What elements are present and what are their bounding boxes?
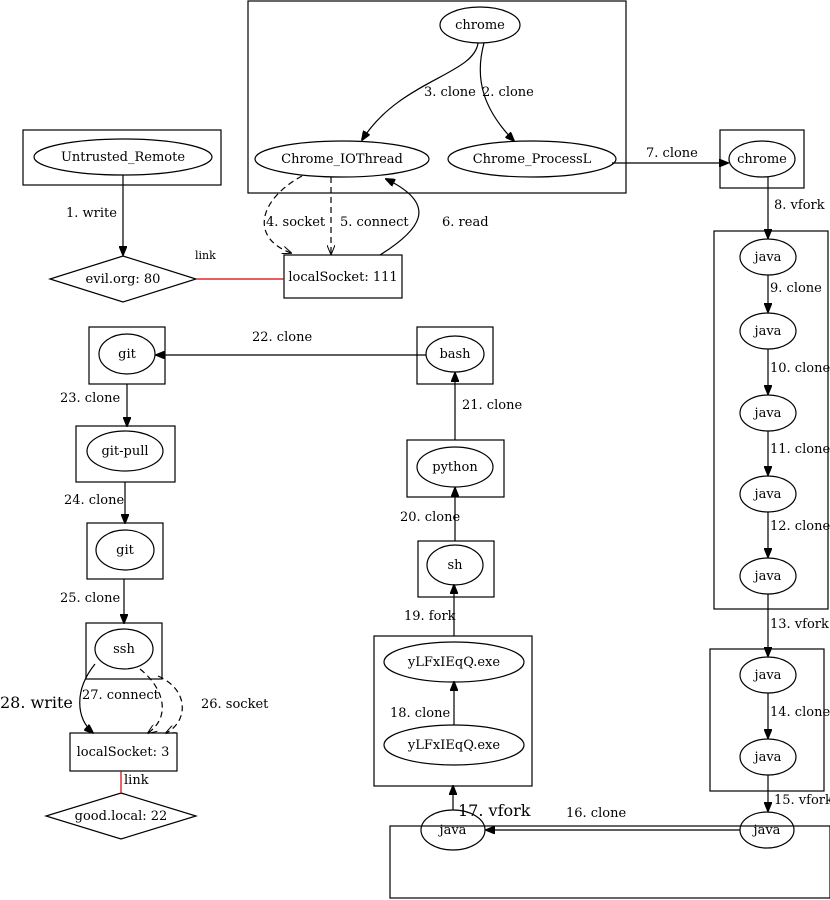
cluster-chrome-top	[247, 0, 627, 194]
edge-9-label: 9. clone	[770, 281, 822, 296]
node-sh: sh	[426, 544, 484, 586]
edge-14-label: 14. clone	[770, 705, 830, 720]
node-good-local: good.local: 22	[43, 792, 199, 840]
node-java-6: java	[739, 656, 797, 694]
edge-6-read	[379, 179, 420, 256]
edge-16-label: 16. clone	[566, 806, 626, 821]
node-java-bottom-right: java	[739, 811, 795, 849]
edge-23-label: 23. clone	[60, 391, 120, 406]
edge-13-label: 13. vfork	[770, 617, 829, 632]
edge-19-label: 19. fork	[404, 609, 456, 624]
edge-21-label: 21. clone	[462, 398, 522, 413]
node-chrome-right-label: chrome	[737, 152, 787, 167]
node-chrome-top: chrome	[439, 6, 521, 44]
node-git-pull-label: git-pull	[101, 444, 148, 459]
edge-28-label: 28. write	[0, 693, 73, 712]
node-java-3-label: java	[753, 406, 782, 421]
node-exe-bottom-label: yLFxIEqQ.exe	[407, 738, 500, 753]
node-git-pull: git-pull	[86, 430, 164, 472]
node-localsocket-111: localSocket: 111	[283, 254, 403, 299]
node-chrome-iothread-label: Chrome_IOThread	[281, 152, 403, 167]
edge-4-label: 4. socket	[266, 215, 326, 230]
edge-3-label: 3. clone	[424, 85, 476, 100]
edge-2-clone	[479, 42, 514, 141]
node-java-4-label: java	[753, 487, 782, 502]
edge-11-label: 11. clone	[770, 442, 830, 457]
edge-7-label: 7. clone	[646, 146, 698, 161]
node-evil-org: evil.org: 80	[48, 255, 198, 303]
node-java-6-label: java	[753, 668, 782, 683]
node-untrusted-remote: Untrusted_Remote	[33, 138, 213, 176]
edge-1-label: 1. write	[66, 206, 117, 221]
node-java-7: java	[739, 738, 797, 776]
node-exe-top: yLFxIEqQ.exe	[383, 641, 525, 683]
node-sh-label: sh	[447, 558, 463, 573]
node-exe-top-label: yLFxIEqQ.exe	[407, 655, 500, 670]
edge-28-write	[79, 663, 96, 733]
node-bash-label: bash	[439, 347, 471, 362]
node-localsocket-3-label: localSocket: 3	[77, 745, 170, 760]
edge-27-label: 27. connect	[82, 688, 160, 703]
link-label-1: link	[195, 249, 216, 262]
node-bash: bash	[425, 335, 485, 373]
edge-17-label: 17. vfork	[458, 801, 531, 820]
link-label-2: link	[124, 773, 149, 788]
edge-26-socket	[157, 675, 183, 733]
node-git-1-label: git	[118, 347, 136, 362]
edge-12-label: 12. clone	[770, 519, 830, 534]
node-java-1: java	[739, 238, 797, 276]
node-chrome-right: chrome	[728, 140, 796, 178]
edge-3-clone	[362, 42, 479, 140]
node-java-bottom-left-label: java	[438, 823, 467, 838]
node-evil-org-label: evil.org: 80	[86, 272, 161, 287]
node-java-bottom-right-label: java	[752, 823, 781, 838]
node-java-2: java	[739, 312, 797, 350]
edge-4-socket	[263, 175, 303, 253]
edge-5-label: 5. connect	[340, 215, 409, 230]
node-ssh: ssh	[94, 628, 154, 670]
edge-6-label: 6. read	[442, 215, 489, 230]
node-git-2-label: git	[116, 543, 134, 558]
node-untrusted-remote-label: Untrusted_Remote	[61, 150, 185, 165]
node-localsocket-111-label: localSocket: 111	[288, 270, 397, 285]
node-exe-bottom: yLFxIEqQ.exe	[383, 724, 525, 766]
edge-18-label: 18. clone	[390, 706, 450, 721]
edge-24-label: 24. clone	[64, 493, 124, 508]
node-ssh-label: ssh	[113, 642, 135, 657]
edge-8-label: 8. vfork	[774, 198, 825, 213]
cluster-untrusted	[22, 129, 222, 186]
node-java-7-label: java	[753, 750, 782, 765]
edge-22-label: 22. clone	[252, 330, 312, 345]
node-git-2: git	[95, 529, 155, 571]
node-java-2-label: java	[753, 324, 782, 339]
cluster-sh	[417, 540, 495, 598]
node-java-4: java	[739, 475, 797, 513]
node-localsocket-3: localSocket: 3	[69, 732, 178, 772]
node-java-1-label: java	[753, 250, 782, 265]
node-git-1: git	[98, 333, 156, 375]
node-chrome-iothread: Chrome_IOThread	[254, 140, 430, 178]
node-java-3: java	[739, 394, 797, 432]
node-python: python	[416, 446, 494, 488]
edge-20-label: 20. clone	[400, 510, 460, 525]
node-java-5: java	[739, 557, 797, 595]
cluster-java-bottom	[389, 825, 830, 899]
node-chrome-processl-label: Chrome_ProcessL	[473, 152, 592, 167]
edge-26-label: 26. socket	[201, 697, 269, 712]
edge-2-label: 2. clone	[482, 85, 534, 100]
edge-27-connect	[139, 668, 163, 733]
edge-10-label: 10. clone	[770, 361, 830, 376]
edge-25-label: 25. clone	[60, 591, 120, 606]
node-python-label: python	[432, 460, 478, 475]
node-java-5-label: java	[753, 569, 782, 584]
node-chrome-top-label: chrome	[455, 18, 505, 33]
edge-15-label: 15. vfork	[774, 793, 830, 808]
node-good-local-label: good.local: 22	[75, 809, 168, 824]
node-chrome-processl: Chrome_ProcessL	[447, 140, 617, 178]
